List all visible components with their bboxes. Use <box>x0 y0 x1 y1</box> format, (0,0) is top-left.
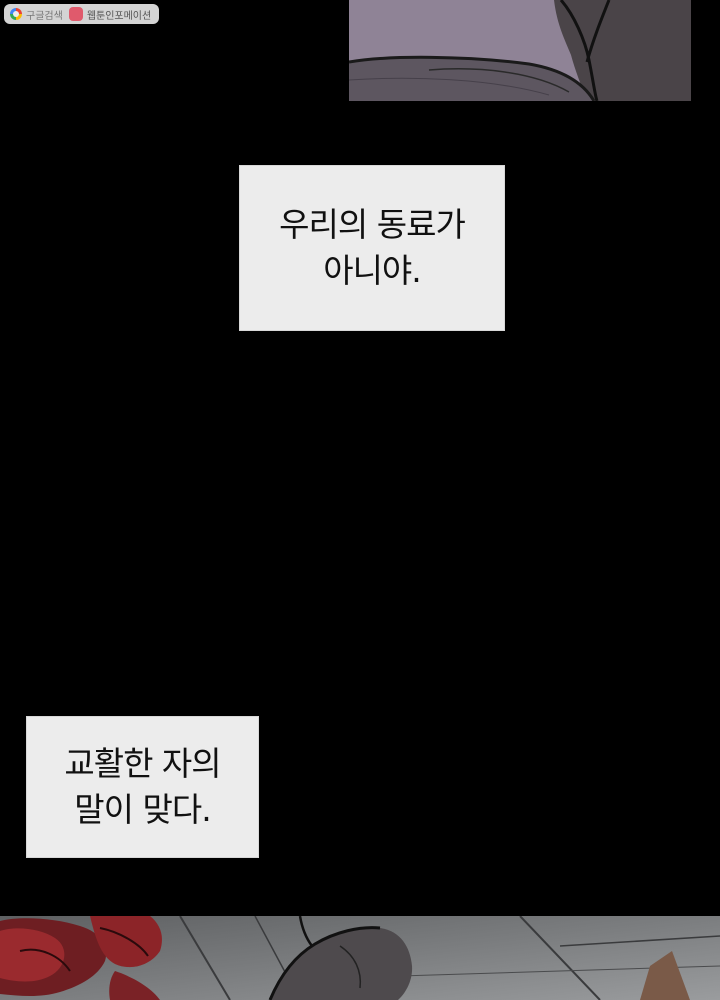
watermark-badge: 구글검색 웹툰인포메이션 <box>4 4 160 24</box>
caption-2-line-1: 교활한 자의 <box>64 744 221 783</box>
caption-text-1: 우리의 동료가 아니야. <box>279 202 466 294</box>
caption-box-1: 우리의 동료가 아니야. <box>239 165 505 331</box>
caption-1-line-1: 우리의 동료가 <box>279 205 466 244</box>
caption-text-2: 교활한 자의 말이 맞다. <box>64 741 221 833</box>
google-icon <box>10 8 22 20</box>
watermark-site-label: 웹툰인포메이션 <box>86 10 152 22</box>
caption-box-2: 교활한 자의 말이 맞다. <box>26 716 259 858</box>
caption-2-line-2: 말이 맞다. <box>74 790 211 829</box>
watermark-google-label: 구글검색 <box>26 10 63 22</box>
bottom-panel-artwork <box>0 916 720 1000</box>
top-comic-panel <box>349 0 691 101</box>
caption-1-line-2: 아니야. <box>323 251 422 290</box>
top-panel-artwork <box>349 0 691 101</box>
bottom-comic-panel <box>0 916 720 1000</box>
toon-logo-icon <box>68 7 83 21</box>
